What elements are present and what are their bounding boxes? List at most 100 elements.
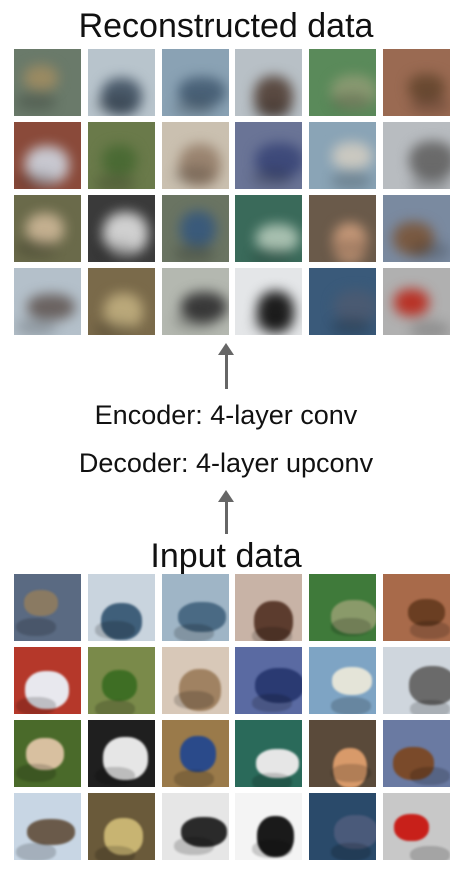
image-shade: [16, 843, 56, 860]
image-shade: [16, 239, 56, 257]
input-image-9: [161, 647, 229, 714]
reconstructed-image-1: [14, 49, 81, 116]
image-shade: [94, 96, 135, 114]
image-subject: [255, 668, 303, 703]
input-image-1: [14, 574, 81, 641]
reconstructed-image-22: [235, 268, 303, 335]
image-subject: [27, 819, 75, 845]
reconstructed-image-3: [161, 49, 229, 116]
input-image-17: [309, 720, 377, 787]
reconstructed-image-7: [14, 122, 81, 189]
input-image-22: [235, 793, 303, 860]
image-subject: [179, 211, 216, 247]
image-shade: [331, 843, 372, 860]
image-shade: [16, 764, 56, 782]
reconstructed-image-15: [161, 195, 229, 262]
arrow-head: [218, 343, 234, 355]
image-subject: [101, 145, 137, 176]
input-data-title: Input data: [150, 537, 302, 575]
image-shade: [252, 102, 293, 116]
input-image-20: [87, 793, 155, 860]
image-shade: [331, 697, 372, 714]
image-shade: [252, 627, 293, 641]
image-shade: [94, 242, 135, 260]
image-shade: [16, 697, 56, 714]
input-image-21: [161, 793, 229, 860]
image-shade: [173, 166, 214, 184]
reconstructed-image-24: [382, 268, 450, 335]
image-subject: [254, 601, 294, 641]
input-image-3: [161, 574, 229, 641]
image-subject: [407, 74, 445, 101]
image-subject: [179, 736, 216, 772]
input-image-19: [14, 793, 81, 860]
image-shade: [252, 169, 293, 187]
input-image-4: [235, 574, 303, 641]
image-subject: [408, 666, 450, 705]
input-image-14: [87, 720, 155, 787]
image-shade: [252, 315, 293, 333]
reconstructed-image-13: [14, 195, 81, 262]
image-shade: [16, 93, 56, 111]
input-image-18: [382, 720, 450, 787]
input-image-12: [382, 647, 450, 714]
image-subject: [332, 667, 373, 695]
reconstructed-image-14: [87, 195, 155, 262]
image-shade: [409, 846, 450, 860]
reconstructed-image-18: [382, 195, 450, 262]
reconstructed-image-10: [235, 122, 303, 189]
image-subject: [26, 213, 64, 245]
input-image-5: [309, 574, 377, 641]
image-shade: [94, 700, 135, 714]
input-image-grid: [14, 574, 450, 860]
image-subject: [25, 671, 69, 709]
reconstructed-data-title: Reconstructed data: [78, 7, 374, 45]
image-shade: [252, 248, 293, 262]
reconstructed-image-5: [309, 49, 377, 116]
image-subject: [256, 749, 300, 778]
image-shade: [331, 239, 372, 257]
input-image-7: [14, 647, 81, 714]
image-subject: [407, 599, 445, 626]
image-subject: [392, 222, 434, 255]
image-shade: [331, 93, 372, 111]
arrow-shaft: [224, 500, 228, 534]
image-shade: [173, 837, 214, 855]
image-shade: [409, 621, 450, 639]
image-subject: [408, 141, 450, 180]
image-shade: [252, 840, 293, 858]
image-shade: [173, 99, 214, 116]
image-shade: [16, 172, 56, 189]
image-shade: [409, 175, 450, 189]
reconstructed-image-2: [87, 49, 155, 116]
reconstructed-image-16: [235, 195, 303, 262]
input-image-10: [235, 647, 303, 714]
image-shade: [16, 318, 56, 335]
image-shade: [409, 321, 450, 335]
image-subject: [393, 289, 429, 316]
image-subject: [24, 590, 58, 616]
image-subject: [26, 738, 64, 770]
reconstructed-image-grid: [14, 49, 450, 335]
arrow-head: [218, 490, 234, 502]
image-subject: [333, 748, 368, 787]
image-subject: [332, 142, 373, 170]
image-subject: [101, 670, 137, 701]
image-shade: [331, 172, 372, 189]
image-subject: [334, 290, 377, 324]
reconstructed-image-4: [235, 49, 303, 116]
image-shade: [94, 175, 135, 189]
input-image-2: [87, 574, 155, 641]
image-subject: [27, 294, 75, 320]
image-shade: [16, 618, 56, 636]
image-shade: [173, 691, 214, 709]
input-image-15: [161, 720, 229, 787]
image-shade: [331, 318, 372, 335]
image-subject: [177, 602, 226, 632]
image-subject: [392, 747, 434, 780]
image-subject: [257, 291, 295, 332]
image-shade: [94, 621, 135, 639]
reconstructed-image-8: [87, 122, 155, 189]
image-shade: [94, 846, 135, 860]
image-subject: [257, 816, 295, 857]
